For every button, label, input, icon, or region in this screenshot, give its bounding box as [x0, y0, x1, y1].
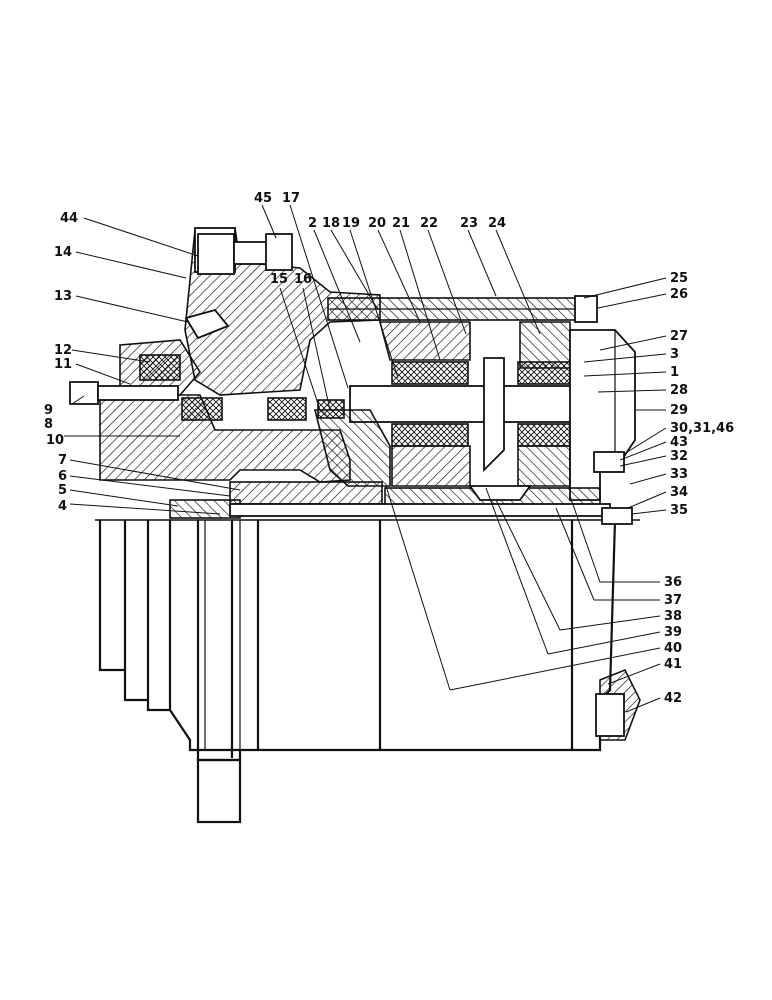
section-view [69, 227, 641, 741]
part-label: 30,31,46 [670, 421, 734, 436]
part-label: 26 [670, 287, 688, 302]
part-label: 22 [420, 216, 438, 231]
part-label: 29 [670, 403, 688, 418]
part-label: 43 [670, 435, 688, 450]
part-label: 5 [58, 483, 67, 498]
hub-exterior-view [98, 519, 617, 824]
part-label: 1 [670, 365, 679, 380]
part-label: 40 [664, 641, 682, 656]
part-label: 27 [670, 329, 688, 344]
part-label: 19 [342, 216, 360, 231]
part-label: 9 [44, 403, 53, 418]
part-label: 13 [54, 289, 72, 304]
part-label: 6 [58, 469, 67, 484]
part-label: 21 [392, 216, 410, 231]
part-label: 37 [664, 593, 682, 608]
part-label: 41 [664, 657, 682, 672]
part-label: 3 [670, 347, 679, 362]
part-label: 11 [54, 357, 72, 372]
part-label: 35 [670, 503, 688, 518]
part-label: 34 [670, 485, 688, 500]
part-label: 44 [60, 211, 78, 226]
part-label: 28 [670, 383, 688, 398]
leader-lines [64, 204, 667, 713]
part-label: 10 [46, 433, 64, 448]
part-label: 36 [664, 575, 682, 590]
part-label: 45 [254, 191, 272, 206]
part-labels-left: 44 14 13 15 16 12 11 9 8 10 7 6 5 4 [44, 211, 312, 514]
part-label: 2 [308, 216, 317, 231]
part-label: 32 [670, 449, 688, 464]
part-label: 14 [54, 245, 72, 260]
part-label: 24 [488, 216, 506, 231]
part-label: 42 [664, 691, 682, 706]
part-label: 18 [322, 216, 340, 231]
part-label: 17 [282, 191, 300, 206]
part-labels-top: 45 17 2 18 19 20 21 22 23 24 [254, 191, 506, 231]
part-label: 25 [670, 271, 688, 286]
part-label: 7 [58, 453, 67, 468]
part-label: 38 [664, 609, 682, 624]
part-label: 16 [294, 272, 312, 287]
part-label: 15 [270, 272, 288, 287]
part-label: 33 [670, 467, 688, 482]
part-label: 39 [664, 625, 682, 640]
part-label: 4 [58, 499, 67, 514]
part-label: 20 [368, 216, 386, 231]
part-labels-right: 25 26 27 3 1 28 29 30,31,46 43 32 33 34 … [670, 271, 734, 518]
part-labels-bottom: 36 37 38 39 40 41 42 [664, 575, 682, 706]
part-label: 8 [44, 417, 53, 432]
part-label: 12 [54, 343, 72, 358]
part-label: 23 [460, 216, 478, 231]
